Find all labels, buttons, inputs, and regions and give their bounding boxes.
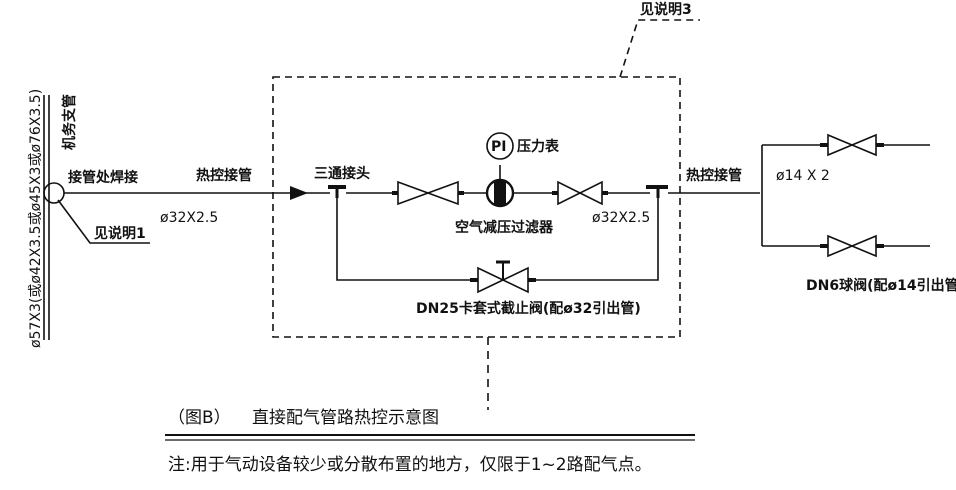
pressure-gauge-circle (486, 132, 514, 160)
dim-right-label: ø32X2.5 (592, 210, 650, 226)
tee-joint-label: 三通接头 (314, 165, 370, 182)
bypass-stop-valve (470, 260, 536, 294)
note3-leader (619, 19, 700, 78)
bypass-valve-label: DN25卡套式截止阀(配ø32引出管) (416, 300, 641, 317)
enclosure-box (272, 76, 681, 338)
see-note-1-label: 见说明1 (94, 225, 146, 242)
footnote: 注:用于气动设备较少或分散布置的地方，仅限于1~2路配气点。 (168, 455, 652, 475)
ball-valve-label: DN6球阀(配ø14引出管) (806, 277, 956, 294)
ball-valve-lower (820, 234, 884, 258)
gate-valve-1 (392, 180, 464, 206)
bypass-pipe-right (536, 198, 659, 281)
figure-id: （图B） (168, 408, 231, 428)
figure-title: 直接配气管路热控示意图 (252, 408, 439, 428)
weld-point-label: 接管处焊接 (68, 169, 138, 186)
see-note-3-label: 见说明3 (640, 1, 692, 18)
note1-leader (57, 199, 150, 244)
weld-circle (43, 182, 65, 204)
branch-header-label: 机务支管 (61, 94, 78, 150)
flow-arrow (290, 186, 308, 200)
pressure-gauge-label: 压力表 (517, 138, 560, 155)
dim-left-label: ø32X2.5 (160, 210, 218, 226)
hot-pipe-right-label: 热控接管 (686, 167, 742, 184)
gate-valve-2 (552, 180, 608, 206)
hot-pipe-left-label: 热控接管 (196, 167, 252, 184)
ball-valve-upper (820, 133, 884, 157)
filter-reducer-label: 空气减压过滤器 (455, 219, 554, 236)
bypass-pipe-left (336, 198, 470, 281)
air-filter-regulator (485, 165, 515, 208)
pi-symbol: PI (491, 139, 506, 155)
header-pipe-label: ø57X3(或ø42X3.5或ø45X3或ø76X3.5) (28, 89, 44, 348)
branch-dim-label: ø14 X 2 (776, 168, 830, 184)
